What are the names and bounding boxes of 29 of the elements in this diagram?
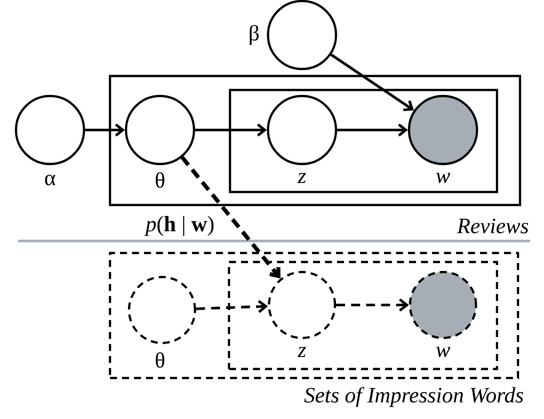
variable-label: w xyxy=(436,172,450,184)
arrow xyxy=(330,54,414,112)
variable-label: θ xyxy=(156,172,164,188)
variable-circle xyxy=(128,276,196,344)
variable-label: α xyxy=(45,174,56,186)
plate-box xyxy=(228,88,498,194)
plate-box xyxy=(228,260,498,370)
variable-circle xyxy=(266,94,338,166)
variable-circle xyxy=(408,94,478,166)
arrow xyxy=(180,156,281,279)
plate-box xyxy=(108,74,522,206)
variable-circle xyxy=(124,94,196,166)
plate-box xyxy=(108,252,520,380)
variable-circle xyxy=(268,270,336,340)
variable-circle xyxy=(14,94,86,166)
plate-label: Sets of Impression Words xyxy=(304,386,524,408)
arrow xyxy=(196,300,268,314)
variable-label: z xyxy=(298,172,306,184)
variable-label: z xyxy=(298,346,306,358)
plate-label: Reviews xyxy=(456,218,528,234)
arrow xyxy=(85,123,125,137)
variable-circle xyxy=(408,270,478,340)
arrow xyxy=(336,298,409,312)
variable-label: θ xyxy=(156,352,164,368)
arrow xyxy=(195,123,267,137)
formula-label: p(h | w) xyxy=(144,216,214,236)
variable-label: β xyxy=(250,24,259,46)
arrow xyxy=(337,123,408,137)
variable-label: w xyxy=(436,346,450,358)
